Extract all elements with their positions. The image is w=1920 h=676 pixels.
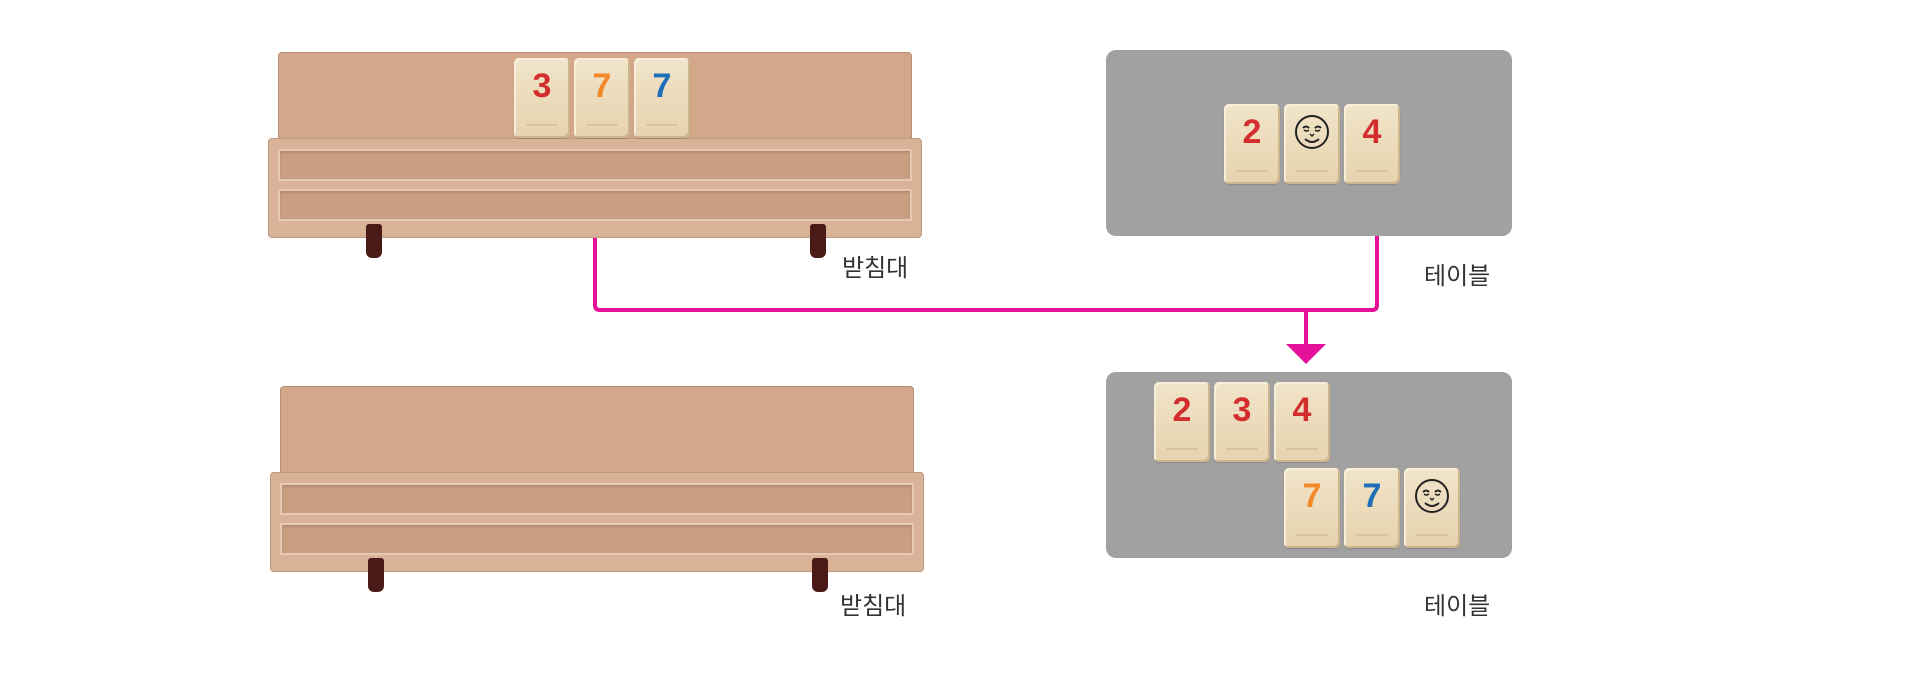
tile[interactable]: 7 [1284, 468, 1340, 548]
joker-face-icon [1415, 479, 1449, 513]
rack-label: 받침대 [840, 592, 907, 620]
joker-tile[interactable] [1404, 468, 1460, 548]
rack-groove-top [278, 149, 912, 181]
tile-number: 7 [592, 67, 612, 105]
tile-engraving [1356, 534, 1388, 536]
rack-front-panel [268, 138, 922, 238]
table-label: 테이블 [1424, 592, 1491, 620]
tile-engraving [1416, 534, 1448, 536]
tile-number: 7 [1302, 477, 1322, 515]
rack-front-panel [270, 472, 924, 572]
tile-number: 4 [1292, 391, 1312, 429]
tile[interactable]: 2 [1224, 104, 1280, 184]
rack-label: 받침대 [842, 254, 909, 282]
tile-number: 4 [1362, 113, 1382, 151]
tile-engraving [646, 124, 678, 126]
rack-groove-bottom [278, 189, 912, 221]
rack-groove-top [280, 483, 914, 515]
tile-number: 3 [532, 67, 552, 105]
joker-tile[interactable] [1284, 104, 1340, 184]
tile-engraving [1356, 170, 1388, 172]
table-label: 테이블 [1424, 262, 1491, 290]
tile-engraving [1226, 448, 1258, 450]
connector-path-from-rack [593, 234, 1379, 312]
tile[interactable]: 7 [634, 58, 690, 138]
tile-number: 2 [1242, 113, 1262, 151]
rack-back-panel [280, 386, 914, 476]
tile[interactable]: 2 [1154, 382, 1210, 462]
rack-after [270, 386, 924, 592]
joker-face-icon [1295, 115, 1329, 149]
tile[interactable]: 4 [1344, 104, 1400, 184]
tile-engraving [1296, 534, 1328, 536]
tile[interactable]: 4 [1274, 382, 1330, 462]
tile[interactable]: 3 [1214, 382, 1270, 462]
tile-engraving [526, 124, 558, 126]
rack-leg-right [810, 224, 826, 258]
tile[interactable]: 3 [514, 58, 570, 138]
tile[interactable]: 7 [1344, 468, 1400, 548]
tile-engraving [1296, 170, 1328, 172]
tile[interactable]: 7 [574, 58, 630, 138]
tile-engraving [1166, 448, 1198, 450]
rack-groove-bottom [280, 523, 914, 555]
rack-leg-right [812, 558, 828, 592]
tile-number: 3 [1232, 391, 1252, 429]
rack-leg-left [366, 224, 382, 258]
tile-number: 7 [652, 67, 672, 105]
tile-number: 2 [1172, 391, 1192, 429]
tile-engraving [1236, 170, 1268, 172]
tile-number: 7 [1362, 477, 1382, 515]
tile-engraving [586, 124, 618, 126]
rack-leg-left [368, 558, 384, 592]
tile-engraving [1286, 448, 1318, 450]
connector-arrowhead [1286, 344, 1326, 364]
